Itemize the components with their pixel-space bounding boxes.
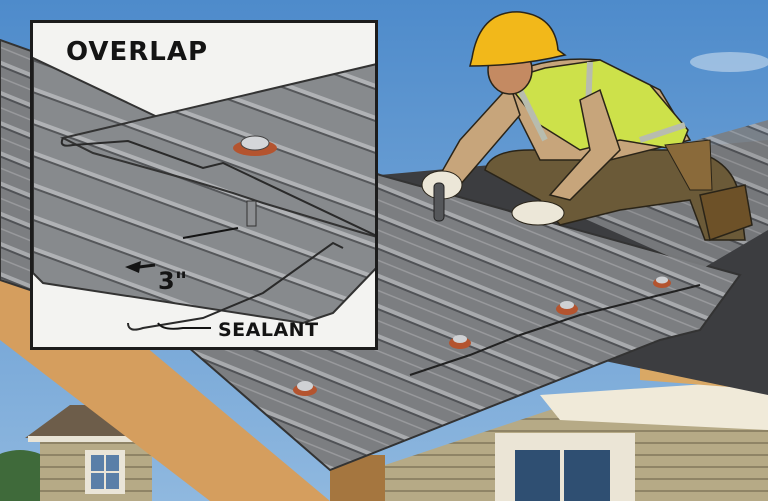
overlap-detail-inset: OVERLAP 3" SEALANT — [30, 20, 378, 350]
inset-title: OVERLAP — [66, 37, 209, 67]
overlap-diagram — [33, 56, 375, 331]
sealant-callout: SEALANT — [218, 319, 319, 341]
overlap-seam — [409, 284, 701, 376]
roofing-worker — [421, 11, 753, 241]
roof-screws — [293, 276, 671, 396]
main-house-wall — [370, 380, 768, 501]
overlap-measurement: 3" — [158, 267, 188, 295]
background-house — [25, 405, 160, 501]
